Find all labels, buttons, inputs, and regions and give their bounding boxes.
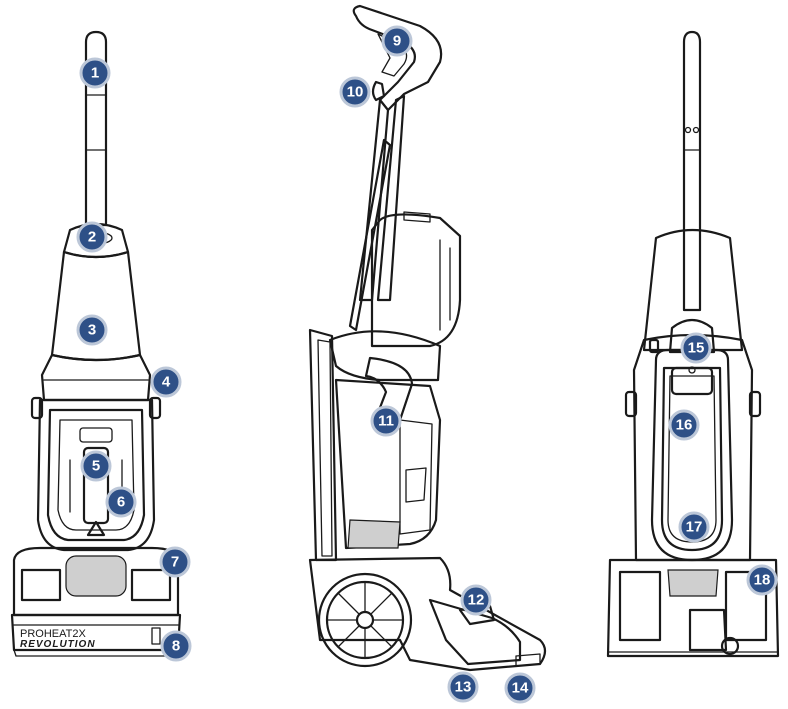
- svg-text:1: 1: [91, 65, 99, 82]
- callout-10: 10: [339, 76, 371, 108]
- svg-text:11: 11: [378, 413, 394, 430]
- callout-14: 14: [504, 672, 536, 704]
- callout-7: 7: [159, 546, 191, 578]
- svg-text:16: 16: [676, 417, 693, 434]
- back-view: [606, 30, 780, 658]
- svg-text:9: 9: [393, 33, 401, 50]
- callout-12: 12: [460, 584, 492, 616]
- svg-text:5: 5: [92, 458, 100, 475]
- svg-text:8: 8: [172, 638, 180, 655]
- callout-9: 9: [381, 25, 413, 57]
- callout-1: 1: [79, 57, 111, 89]
- svg-text:7: 7: [171, 554, 179, 571]
- callout-6: 6: [105, 486, 137, 518]
- model-name-line1: PROHEAT2X: [20, 628, 86, 640]
- svg-text:12: 12: [468, 592, 485, 609]
- svg-text:6: 6: [117, 494, 125, 511]
- svg-text:4: 4: [162, 374, 171, 391]
- callout-17: 17: [678, 511, 710, 543]
- svg-text:10: 10: [347, 84, 364, 101]
- svg-text:3: 3: [88, 322, 96, 339]
- callout-5: 5: [80, 450, 112, 482]
- svg-text:14: 14: [512, 680, 529, 697]
- callout-18: 18: [746, 564, 778, 596]
- callout-13: 13: [447, 671, 479, 703]
- callout-15: 15: [680, 332, 712, 364]
- svg-text:13: 13: [455, 679, 472, 696]
- svg-text:15: 15: [688, 340, 705, 357]
- callout-3: 3: [76, 314, 108, 346]
- callout-8: 8: [160, 630, 192, 662]
- model-name-line2: REVOLUTION: [20, 639, 96, 650]
- svg-text:2: 2: [88, 229, 96, 246]
- callout-2: 2: [76, 221, 108, 253]
- svg-text:18: 18: [754, 572, 771, 589]
- callout-4: 4: [150, 366, 182, 398]
- callout-16: 16: [668, 409, 700, 441]
- callout-11: 11: [370, 405, 402, 437]
- side-view: [308, 4, 547, 672]
- svg-text:17: 17: [686, 519, 703, 536]
